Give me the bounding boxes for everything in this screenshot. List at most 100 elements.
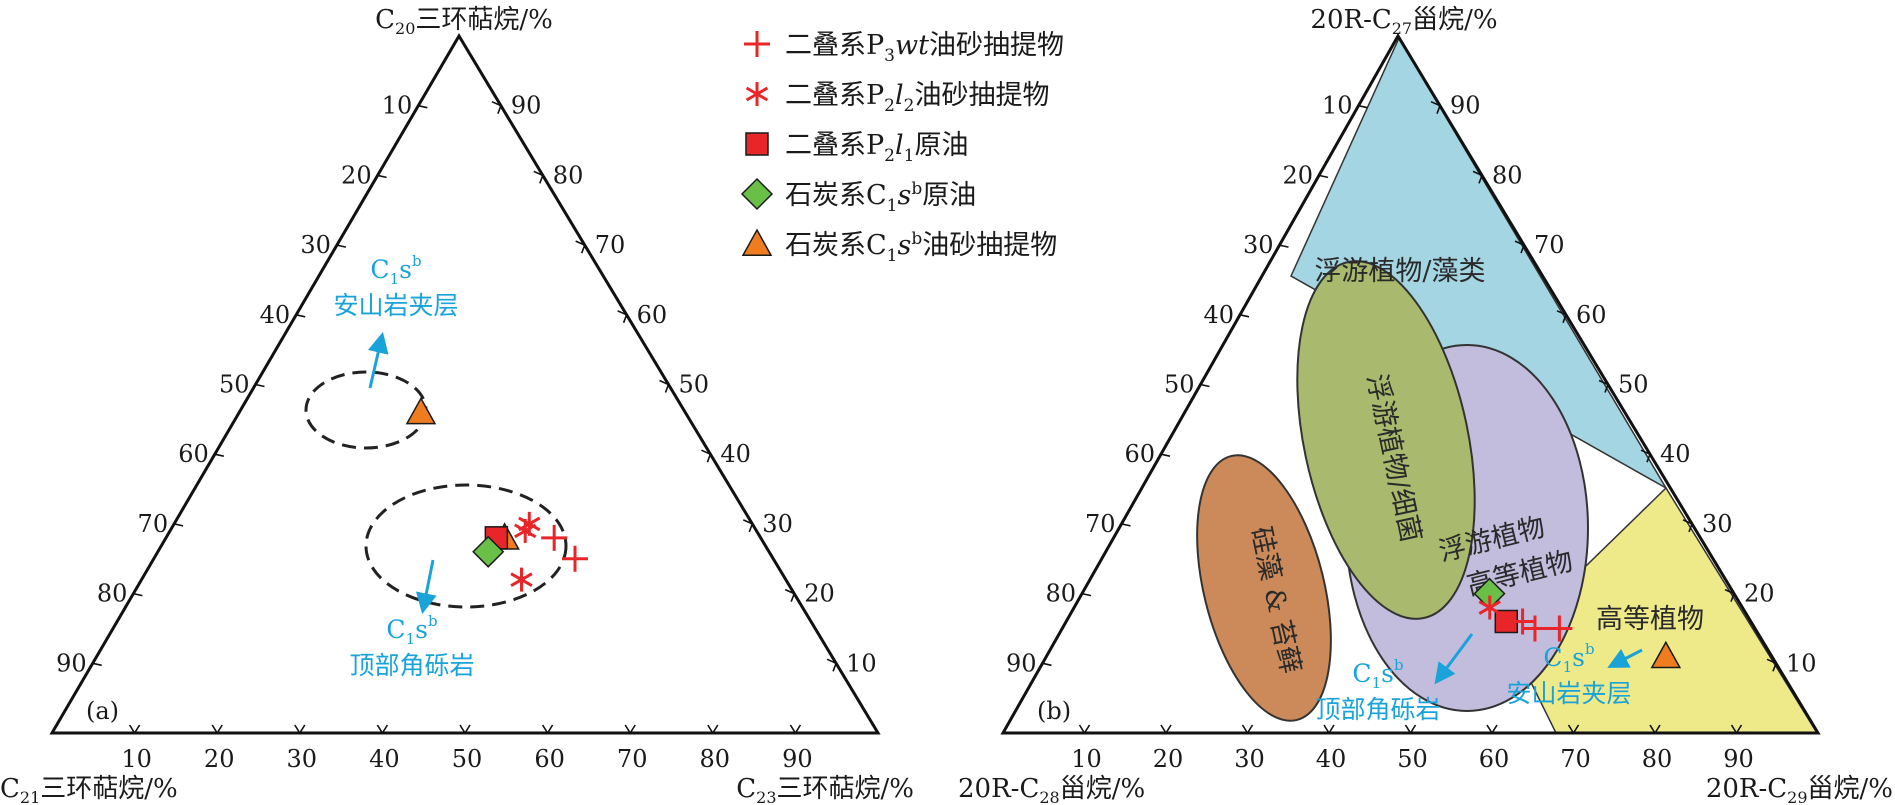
legend-marker-triangle [741,228,773,256]
tick-label-bottom: 40 [369,745,400,773]
tick-label-right: 90 [511,92,542,120]
tick-mark [376,724,389,735]
region-label: 高等植物 [1596,604,1704,635]
tick-label-left: 10 [1322,92,1353,120]
tick-label-bottom: 30 [287,745,318,773]
tick-mark [1078,724,1091,735]
tick-mark [1640,449,1652,463]
tick-label-right: 10 [846,649,877,677]
tick-mark [789,724,802,735]
tick-mark [294,308,306,318]
tick-label-left: 20 [1282,161,1313,189]
tick-label-right: 80 [1492,161,1523,189]
tick-mark [254,378,265,388]
tick-mark [1556,310,1568,324]
tick-mark [617,310,628,324]
annotation-andesite-b-line2: 安山岩夹层 [1506,679,1631,708]
tick-label-bottom: 50 [1397,745,1428,773]
tick-mark [784,588,796,602]
axis-title-a-top: C20三环萜烷/% [375,5,553,38]
tick-label-bottom: 10 [1071,745,1102,773]
tick-label-bottom: 60 [534,745,565,773]
tick-mark [1241,724,1254,735]
tick-mark [1766,658,1778,672]
axis-title-a-right: C23三环萜烷/% [736,774,914,805]
axis-titles: C20三环萜烷/%C21三环萜烷/%C23三环萜烷/%20R-C27甾烷/%20… [0,5,1893,805]
tick-label-left: 30 [1243,231,1274,259]
tick-mark [1430,100,1442,114]
tick-mark [1160,724,1172,735]
tick-mark [533,170,544,184]
tick-mark [1730,724,1743,735]
tick-label-bottom: 70 [617,745,648,773]
panel-b-regions: 浮游植物/藻类高等植物浮游植物/细菌硅藻 & 苔藓浮游植物高等植物 [1196,36,1819,734]
tick-mark [1682,519,1694,533]
tick-label-right: 40 [720,440,751,468]
tick-label-left: 50 [219,371,250,399]
tick-mark [624,724,636,735]
tick-mark [1323,724,1335,735]
tick-mark [742,519,754,533]
point-asterisk [510,567,533,592]
point-plus [562,545,589,572]
legend-marker-plus [744,31,770,57]
tick-mark [541,724,554,735]
arrow-andesite-b [1607,648,1643,668]
annotation-andesite-line2: 安山岩夹层 [333,291,458,320]
legend-label: 石炭系C1sb原油 [785,179,976,216]
tick-mark [1278,238,1289,248]
tick-label-left: 40 [1203,301,1234,329]
tick-label-right: 60 [1576,301,1607,329]
tick-label-right: 50 [1618,371,1649,399]
tick-label-right: 40 [1660,440,1691,468]
point-diamond [472,535,505,568]
axis-title-b-top: 20R-C27甾烷/% [1310,5,1497,38]
tick-mark [1120,517,1131,527]
tick-label-left: 70 [138,510,169,538]
tick-mark [1199,378,1210,388]
point-plus [1509,608,1536,635]
tick-mark [1486,724,1498,735]
legend-label: 二叠系P2l1原油 [785,130,968,166]
tick-label-left: 50 [1164,371,1195,399]
region-diatoms-mosses [1196,454,1332,722]
tick-label-bottom: 90 [1723,745,1754,773]
tick-mark [1159,447,1171,457]
panel-label: (a) [86,697,119,725]
point-triangle [405,396,437,425]
tick-label-bottom: 90 [782,745,813,773]
tick-mark [707,724,719,735]
tick-label-bottom: 10 [121,745,152,773]
tick-mark [1041,656,1052,667]
arrow-breccia [415,559,437,615]
tick-mark [701,449,712,463]
tick-mark [1724,588,1736,602]
tick-mark [1514,240,1526,254]
tick-mark [491,100,502,114]
legend-label: 二叠系P3wt油砂抽提物 [785,30,1064,66]
tick-label-left: 80 [1045,580,1076,608]
tick-mark [1649,724,1661,735]
tick-mark [128,724,141,735]
annotation-breccia-b: C1sb [1352,656,1403,692]
point-asterisk [518,511,541,536]
tick-label-bottom: 20 [1153,745,1184,773]
tick-mark [575,240,586,254]
point-triangle [1650,640,1682,669]
tick-label-right: 30 [762,510,793,538]
tick-label-left: 60 [1124,440,1155,468]
tick-label-right: 80 [553,161,584,189]
tick-label-left: 10 [382,92,413,120]
arrow-breccia-b [1434,633,1474,685]
annotation-breccia-line2: 顶部角砾岩 [349,651,474,680]
tick-label-right: 10 [1786,649,1817,677]
tick-mark [1598,379,1610,393]
tick-mark [1080,587,1092,597]
tick-mark [1567,724,1580,735]
tick-mark [1238,308,1250,318]
